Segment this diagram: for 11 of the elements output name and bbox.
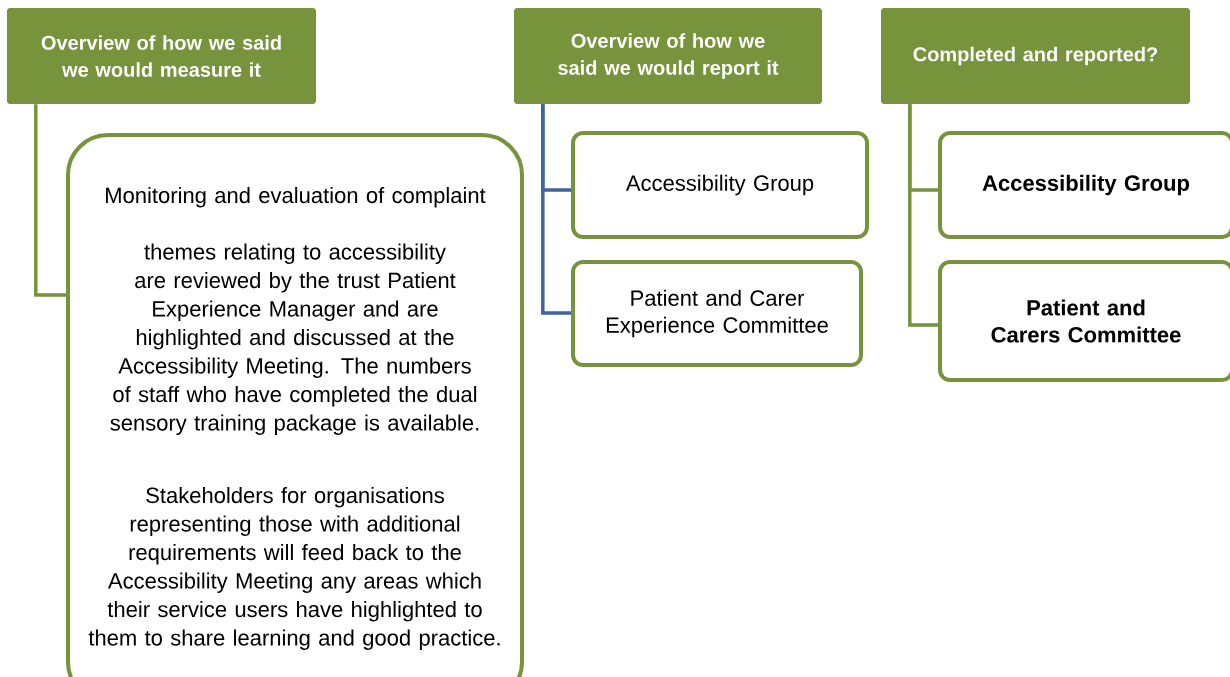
- text-box: Accessibility Group: [571, 131, 869, 239]
- text-box: Patient and Carers Committee: [938, 260, 1230, 382]
- text-box: Accessibility Group: [938, 131, 1230, 239]
- connector-line: [34, 104, 66, 297]
- text-box: Monitoring and evaluation of complaint themes relating to accessibility are reviewed by the trust Patient Experience Manager and are highlighted and discussed at the Accessibility Meeting. The numbers of staff who have completed the dual sensory training package is available. Stakeholders for organisations representing those with additional requirements will feed back to the Accessibility Meeting any areas which their service users have highlighted to them to share learning and good practice.: [66, 133, 524, 677]
- text-box: Patient and Carer Experience Committee: [571, 260, 863, 367]
- header-box: Completed and reported?: [881, 8, 1190, 104]
- connector-line: [541, 104, 571, 315]
- connector-line: [908, 104, 938, 327]
- header-box: Overview of how we said we would report it: [514, 8, 822, 104]
- header-box: Overview of how we said we would measure it: [7, 8, 316, 104]
